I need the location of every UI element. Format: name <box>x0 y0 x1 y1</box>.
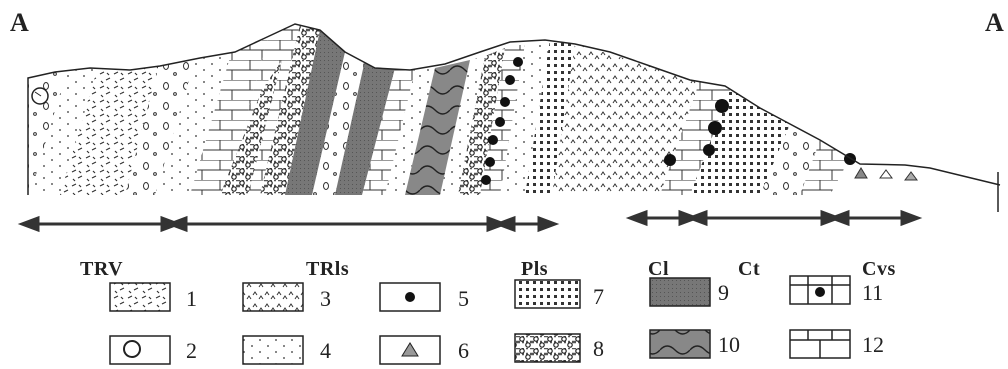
legend-number-2: 2 <box>186 338 197 364</box>
legend-swatch-9 <box>650 278 710 306</box>
pebble-symbol <box>32 88 48 104</box>
legend-swatch-7 <box>515 280 580 308</box>
legend-number-1: 1 <box>186 286 197 312</box>
range-ct <box>690 212 838 224</box>
unit-label-cl: Cl <box>648 258 669 281</box>
unit-ranges <box>22 212 918 230</box>
unit-label-cvs: Cvs <box>862 258 896 281</box>
legend-swatch-4 <box>243 336 303 364</box>
legend-number-12: 12 <box>862 332 884 358</box>
legend-number-3: 3 <box>320 286 331 312</box>
range-cvs <box>832 212 918 224</box>
legend-swatch-3 <box>243 283 303 311</box>
range-trls <box>170 218 504 230</box>
legend-number-10: 10 <box>718 332 740 358</box>
legend-number-5: 5 <box>458 286 469 312</box>
legend-number-9: 9 <box>718 280 729 306</box>
legend-number-8: 8 <box>593 336 604 362</box>
legend-swatch-8 <box>515 334 580 362</box>
legend-number-6: 6 <box>458 338 469 364</box>
legend-number-4: 4 <box>320 338 331 364</box>
legend-number-7: 7 <box>593 284 604 310</box>
unit-label-ct: Ct <box>738 258 760 281</box>
unit-label-pls: Pls <box>521 258 548 281</box>
legend-number-11: 11 <box>862 280 883 306</box>
range-trv <box>22 218 178 230</box>
legend-swatch-1 <box>110 283 170 311</box>
range-pls <box>498 218 555 230</box>
legend-swatch-10 <box>650 330 710 358</box>
unit-label-trls: TRls <box>306 258 349 281</box>
unit-label-trv: TRV <box>80 258 123 281</box>
